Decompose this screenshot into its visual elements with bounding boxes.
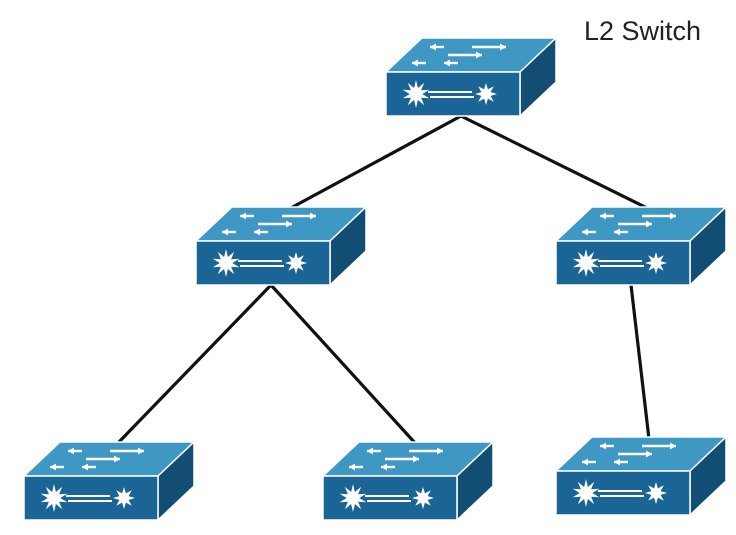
switch-front-face <box>555 240 691 286</box>
switch-emblem-icon <box>572 479 667 507</box>
switch-front-face <box>195 240 331 286</box>
forwarding-arrows-icon <box>412 43 506 67</box>
switch-front-face <box>23 475 159 521</box>
links-layer <box>115 114 651 446</box>
forwarding-arrows-icon <box>582 442 676 466</box>
forwarding-arrows-icon <box>582 212 676 236</box>
switch-root <box>384 36 558 118</box>
switch-emblem-icon <box>339 484 434 512</box>
link-root-to-mid-right <box>460 114 650 211</box>
switch-label: L2 Switch <box>584 16 701 46</box>
switch-emblem-icon <box>572 249 667 277</box>
forwarding-arrows-icon <box>222 212 316 236</box>
switch-leaf-2 <box>321 440 495 522</box>
link-mid-left-to-leaf-2 <box>269 283 418 446</box>
switch-emblem-icon <box>402 80 497 108</box>
nodes-layer <box>22 36 728 522</box>
switch-emblem-icon <box>40 484 135 512</box>
link-mid-right-to-leaf-3 <box>629 284 651 440</box>
switch-front-face <box>385 71 521 117</box>
switch-mid-right <box>554 205 728 287</box>
switch-mid-left <box>194 205 368 287</box>
switch-leaf-1 <box>22 440 196 522</box>
link-root-to-mid-left <box>288 114 462 211</box>
switch-leaf-3 <box>554 435 728 517</box>
switch-front-face <box>322 475 458 521</box>
switch-front-face <box>555 470 691 516</box>
switch-emblem-icon <box>212 249 307 277</box>
forwarding-arrows-icon <box>50 447 144 471</box>
forwarding-arrows-icon <box>349 447 443 471</box>
link-mid-left-to-leaf-1 <box>115 283 273 446</box>
